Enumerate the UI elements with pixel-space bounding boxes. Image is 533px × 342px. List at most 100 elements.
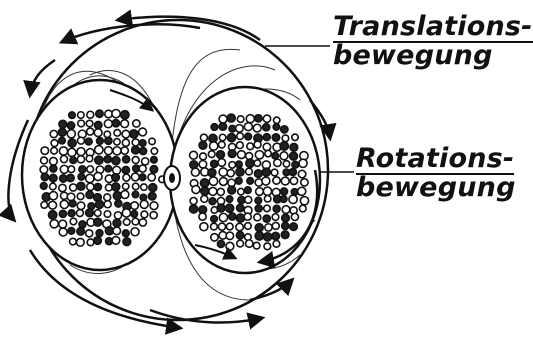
bead (227, 170, 234, 177)
bead (68, 148, 76, 156)
bead (263, 115, 270, 122)
bead (150, 212, 157, 219)
bead (104, 120, 112, 128)
bead (190, 161, 198, 169)
bead (226, 232, 233, 239)
bead (229, 162, 236, 169)
bead (245, 196, 252, 203)
bead (246, 240, 253, 247)
bead (199, 213, 206, 220)
bead (273, 205, 280, 212)
translation-label-line1: Translations- (333, 14, 533, 43)
bead (95, 146, 103, 154)
bead (150, 202, 158, 210)
bead (51, 140, 58, 147)
bead (41, 157, 48, 164)
bead (148, 192, 156, 200)
bead (236, 232, 243, 239)
bead (122, 130, 130, 138)
bead (59, 184, 66, 191)
bead (139, 219, 146, 226)
bead (112, 120, 119, 127)
center-contact-pupil (169, 173, 175, 183)
bead (149, 184, 157, 192)
bead (77, 156, 84, 163)
bead (123, 238, 131, 246)
bead (48, 211, 56, 219)
bead (272, 214, 279, 221)
bead (112, 157, 120, 165)
bead (139, 140, 146, 147)
bead (60, 155, 67, 162)
bead (79, 166, 86, 173)
bead (70, 184, 77, 191)
bead (131, 173, 139, 181)
bead (70, 238, 77, 245)
bead (229, 125, 236, 132)
bead (131, 202, 139, 210)
translation-label: Translations- bewegung (333, 14, 533, 69)
bead (150, 166, 157, 173)
bead (289, 195, 297, 203)
bead (246, 159, 254, 167)
bead (104, 194, 111, 201)
bead (112, 110, 120, 118)
bead (149, 138, 155, 144)
bead (264, 205, 271, 212)
bead (209, 198, 216, 205)
bead (87, 111, 94, 118)
bead (192, 186, 200, 194)
bead (59, 210, 66, 217)
bead (77, 202, 85, 210)
bead (256, 188, 264, 196)
bead (132, 218, 139, 225)
rotation-label: Rotations- bewegung (356, 146, 516, 201)
bead (272, 232, 280, 240)
bead (200, 134, 207, 141)
bead (113, 192, 121, 200)
bead (41, 147, 48, 154)
bead (86, 209, 94, 217)
bead (237, 240, 244, 247)
bead (94, 172, 102, 180)
bead (219, 213, 227, 221)
bead (139, 165, 146, 172)
bead (58, 128, 66, 136)
bead (290, 223, 298, 231)
bead (85, 138, 92, 145)
bead (263, 215, 270, 222)
bead (246, 115, 254, 123)
bead (236, 125, 243, 132)
bead (255, 151, 263, 159)
bead (227, 114, 235, 122)
bead (263, 134, 270, 141)
bead (139, 174, 146, 181)
bead (70, 157, 77, 164)
bead (244, 123, 252, 131)
bead (67, 174, 74, 181)
bead (112, 237, 120, 245)
bead (226, 242, 234, 250)
bead (273, 124, 279, 130)
bead (211, 160, 218, 167)
bead (123, 219, 130, 226)
bead (94, 183, 101, 190)
bead (114, 212, 121, 219)
bead (199, 161, 206, 168)
bead (219, 178, 227, 186)
bead (228, 186, 236, 194)
bead (59, 120, 67, 128)
bead (132, 183, 138, 189)
bead (68, 228, 75, 235)
bead (211, 223, 218, 230)
bead (238, 151, 246, 159)
bead (227, 134, 235, 142)
bead (95, 156, 103, 164)
bead (190, 197, 197, 204)
bead (122, 230, 129, 237)
bead (226, 196, 232, 202)
bead (274, 159, 281, 166)
bead (254, 141, 261, 148)
bead (87, 128, 94, 135)
bead (151, 148, 157, 154)
